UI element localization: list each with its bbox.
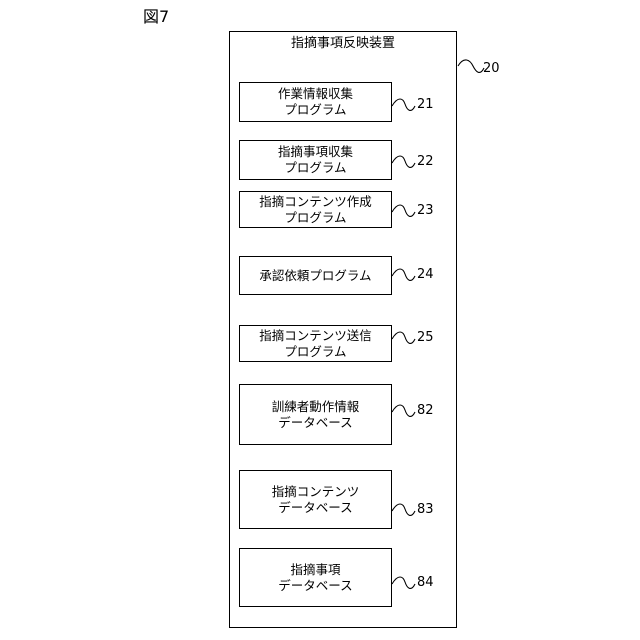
leader-line-82 <box>392 405 415 416</box>
block-line: プログラム <box>284 344 346 360</box>
block-line: データベース <box>278 578 352 594</box>
leader-line-25 <box>392 332 415 343</box>
leader-line-20 <box>458 60 484 73</box>
leader-line-21 <box>392 99 415 110</box>
leader-line-22 <box>392 156 415 167</box>
ref-number-23: 23 <box>417 204 434 218</box>
ref-number-22: 22 <box>417 155 434 169</box>
block-trainee-motion-db: 訓練者動作情報 データベース <box>239 384 392 445</box>
block-line: 作業情報収集 <box>278 86 353 102</box>
block-line: 指摘コンテンツ送信 <box>259 328 372 344</box>
block-line: プログラム <box>284 210 346 226</box>
block-approval-request: 承認依頼プログラム <box>239 256 392 295</box>
block-remark-content-db: 指摘コンテンツ データベース <box>239 470 392 529</box>
leader-line-23 <box>392 205 415 216</box>
ref-number-25: 25 <box>417 331 434 345</box>
block-remark-collection: 指摘事項収集 プログラム <box>239 140 392 180</box>
block-line: データベース <box>278 500 352 516</box>
block-remark-items-db: 指摘事項 データベース <box>239 548 392 607</box>
ref-number-24: 24 <box>417 268 434 282</box>
block-line: 訓練者動作情報 <box>272 399 360 415</box>
block-line: 指摘事項収集 <box>278 144 353 160</box>
block-remark-content-creation: 指摘コンテンツ作成 プログラム <box>239 191 392 228</box>
block-line: 指摘コンテンツ <box>272 484 360 500</box>
block-line: プログラム <box>284 160 346 176</box>
block-line: 承認依頼プログラム <box>259 268 371 284</box>
ref-number-82: 82 <box>417 404 434 418</box>
block-remark-content-transmission: 指摘コンテンツ送信 プログラム <box>239 325 392 362</box>
block-work-info-collection: 作業情報収集 プログラム <box>239 82 392 122</box>
block-line: データベース <box>278 415 352 431</box>
ref-number-84: 84 <box>417 576 434 590</box>
ref-number-21: 21 <box>417 98 434 112</box>
block-line: 指摘事項 <box>290 562 340 578</box>
block-line: プログラム <box>284 102 346 118</box>
ref-number-83: 83 <box>417 503 434 517</box>
block-line: 指摘コンテンツ作成 <box>259 194 372 210</box>
leader-line-24 <box>392 269 415 280</box>
ref-number-20: 20 <box>483 62 500 76</box>
leader-line-84 <box>392 577 415 588</box>
leader-line-83 <box>392 504 415 515</box>
